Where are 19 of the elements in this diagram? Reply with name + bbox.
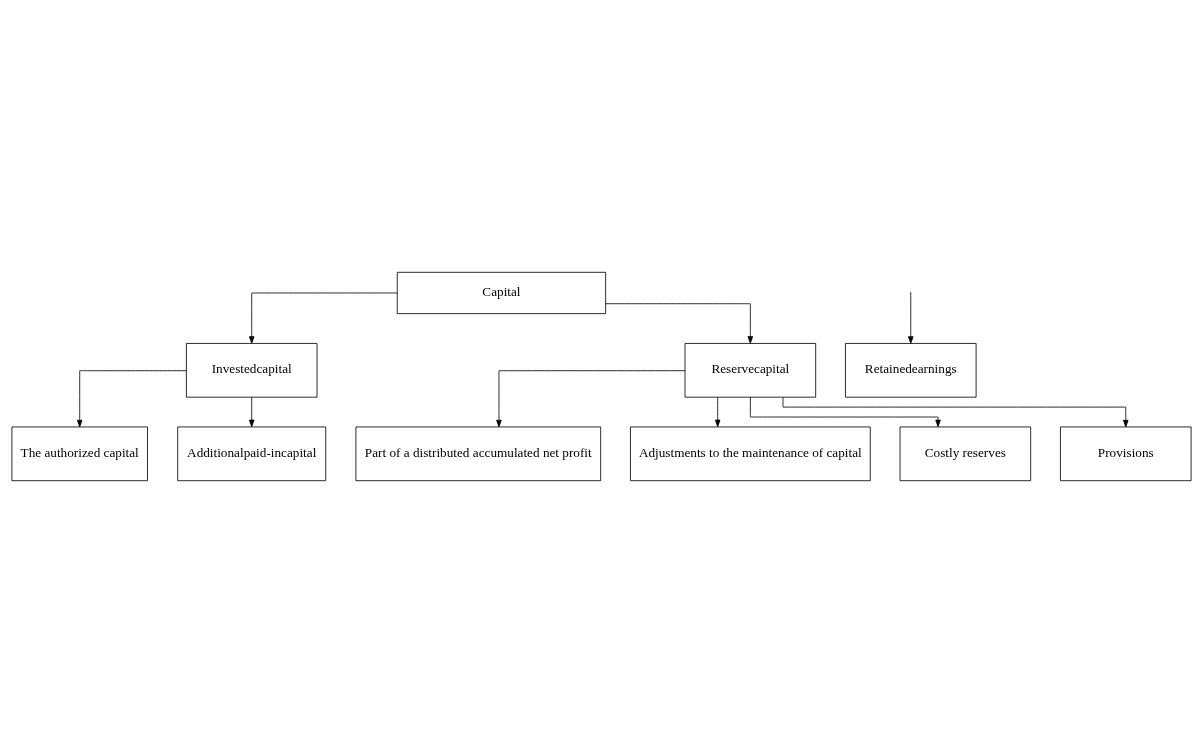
arrow (605, 303, 754, 344)
node-box: Additionalpaid-incapital (177, 426, 327, 482)
node-box: Costly reserves (899, 426, 1032, 482)
node-box: Investedcapital (185, 343, 318, 398)
node-box: Adjustments to the maintenance of capital (630, 426, 871, 482)
node-box: Provisions (1060, 426, 1192, 482)
arrow (77, 370, 187, 428)
arrow (249, 292, 398, 344)
arrow (496, 370, 686, 428)
arrow (908, 293, 914, 344)
node-box: Retainedearnings (845, 343, 977, 398)
node-box: Part of a distributed accumulated net profit (355, 426, 602, 482)
arrow (249, 396, 255, 428)
arrow (714, 396, 721, 428)
arrow (749, 396, 941, 428)
node-box: Reservecapital (684, 343, 817, 398)
node-box: The authorized capital (11, 426, 148, 482)
node-box: Capital (396, 271, 607, 315)
arrow (782, 397, 1129, 428)
